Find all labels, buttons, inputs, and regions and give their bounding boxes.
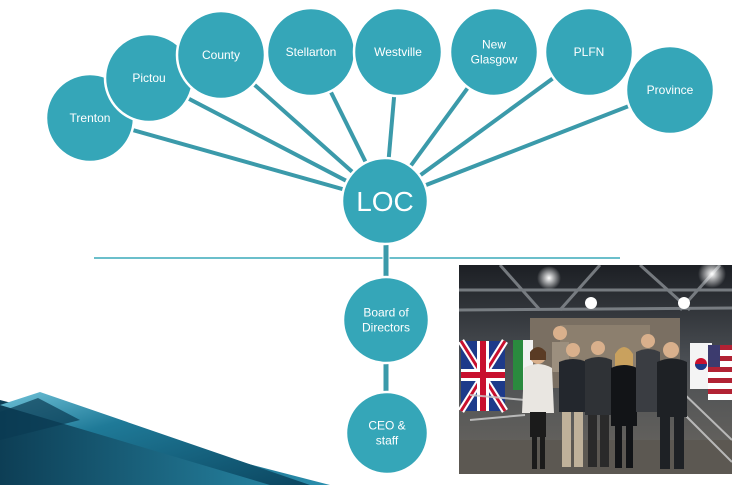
node-county: County [175,9,267,101]
people-group [522,326,687,469]
node-loc: LOC [340,156,430,246]
node-new-glasgow-label: Glasgow [471,53,518,67]
node-province-label: Province [647,83,694,97]
node-ceo-circle [344,390,430,476]
node-trenton-label: Trenton [70,111,111,125]
node-plfn-label: PLFN [574,45,605,59]
node-westville-circle [352,6,444,98]
node-plfn: PLFN [543,6,635,98]
node-new-glasgow-circle [448,6,540,98]
node-loc-circle [340,156,430,246]
node-province: Province [624,44,716,136]
node-new-glasgow-label: New [482,38,506,52]
node-stellarton: Stellarton [265,6,357,98]
korea-flag-icon [690,343,712,389]
node-loc-label: LOC [356,186,414,217]
node-province-circle [624,44,716,136]
node-board-label: Board of [363,306,409,320]
node-county-label: County [202,48,240,62]
node-ceo-label: staff [376,434,399,448]
node-westville: Westville [352,6,444,98]
node-plfn-circle [543,6,635,98]
node-westville-label: Westville [374,45,422,59]
node-pictou-label: Pictou [132,71,165,85]
node-ceo-label: CEO & [368,419,405,433]
node-ceo: CEO &staff [344,390,430,476]
corner-wedge-decoration [0,392,330,485]
connector-trenton [89,116,386,203]
node-board-label: Directors [362,321,410,335]
connector-province [384,88,671,203]
usa-flag-icon [708,345,732,400]
group-photo-icon [459,265,732,474]
node-county-circle [175,9,267,101]
diagram-nodes: Trenton Pictou County Stellarton Westville Ne… [44,6,716,476]
uk-flag-icon [459,339,508,413]
italy-flag-icon [513,340,533,390]
node-stellarton-label: Stellarton [286,45,337,59]
node-board-circle [341,275,431,365]
